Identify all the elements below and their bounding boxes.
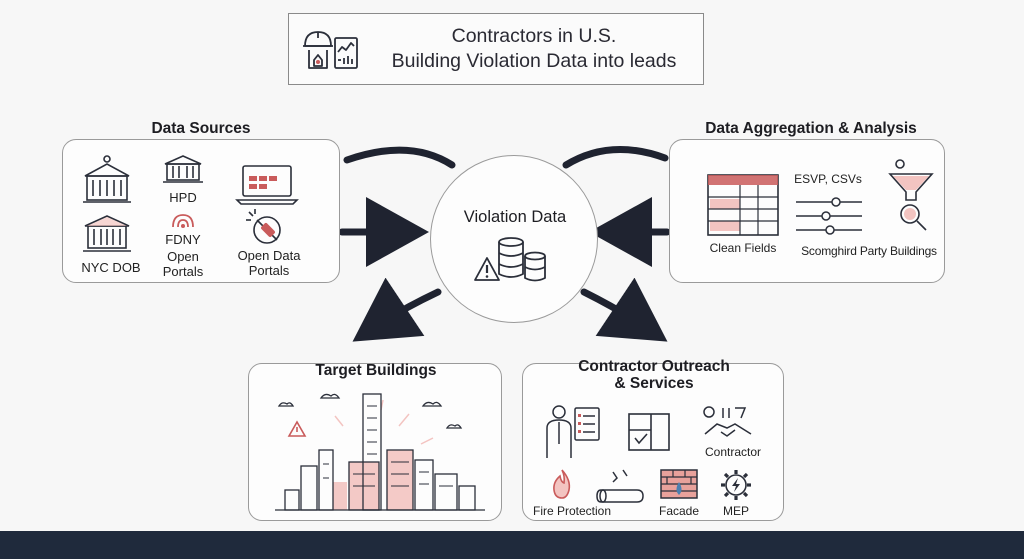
outreach-label-fire-protection: Fire Protection xyxy=(532,504,612,518)
source-label-open-data-portals: Open Data Portals xyxy=(237,248,301,278)
outreach-label-facade: Facade xyxy=(658,504,700,518)
title-line-1: Contractors in U.S. xyxy=(451,25,617,47)
arc-top-right xyxy=(562,146,669,169)
target-buildings-panel: Target Buildings xyxy=(248,362,502,521)
blueprint-icon xyxy=(628,413,670,451)
pipe-icon xyxy=(596,469,644,503)
hub-label: Violation Data xyxy=(463,208,567,226)
spreadsheet-icon xyxy=(707,174,779,236)
government-building-icon xyxy=(163,155,203,183)
source-label-nyc-dob: NYC DOB xyxy=(81,260,141,275)
funnel-search-icon xyxy=(888,159,934,231)
sliders-icon xyxy=(796,197,862,235)
courthouse-icon xyxy=(83,215,131,252)
data-sources-heading: Data Sources xyxy=(151,120,251,137)
arc-top-left xyxy=(343,146,456,169)
arrow-hub-to-target xyxy=(352,277,442,342)
aggregation-label-esvp-csvs: ESVP, CSVs xyxy=(794,172,862,186)
gear-bolt-icon xyxy=(721,470,751,500)
aggregation-panel: Clean Fields ESVP, CSVs Scomghird Party … xyxy=(669,139,945,283)
violation-data-hub: Violation Data xyxy=(430,155,598,323)
outreach-heading-line-2: & Services xyxy=(614,375,694,392)
source-label-hpd: HPD xyxy=(169,190,197,205)
source-label-fdny: FDNY xyxy=(165,232,201,247)
title-box: Contractors in U.S. Building Violation D… xyxy=(288,13,704,85)
outreach-label-mep: MEP xyxy=(722,504,749,518)
city-hall-icon xyxy=(83,155,131,203)
footer-bar xyxy=(0,531,1024,559)
hard-hat-dashboard-icon xyxy=(303,31,358,69)
aggregation-heading: Data Aggregation & Analysis xyxy=(705,120,917,137)
arrow-hub-to-outreach xyxy=(580,277,668,342)
warning-database-icon xyxy=(474,237,546,282)
source-label-open-portals: Open Portals xyxy=(162,249,204,279)
aggregation-label-third-party: Scomghird Party Buildings xyxy=(801,244,937,258)
brick-wall-icon xyxy=(660,469,698,499)
handshake-icon xyxy=(703,406,752,437)
outreach-panel: Contractor Outreach & Services Contracto… xyxy=(522,358,784,521)
open-portal-icon xyxy=(246,209,281,244)
target-buildings-heading: Target Buildings xyxy=(315,362,437,379)
laptop-data-icon xyxy=(235,165,299,205)
outreach-label-contractor: Contractor xyxy=(704,445,762,459)
outreach-heading-line-1: Contractor Outreach xyxy=(578,358,730,375)
fire-department-icon xyxy=(172,214,194,228)
city-skyline-icon xyxy=(275,393,485,511)
data-sources-panel: HPD NYC DOB FDNY Open Port xyxy=(62,139,340,283)
flame-icon xyxy=(553,469,571,499)
title-line-2: Building Violation Data into leads xyxy=(391,50,677,72)
consultant-checklist-icon xyxy=(546,405,600,458)
aggregation-label-clean-fields: Clean Fields xyxy=(709,241,777,255)
